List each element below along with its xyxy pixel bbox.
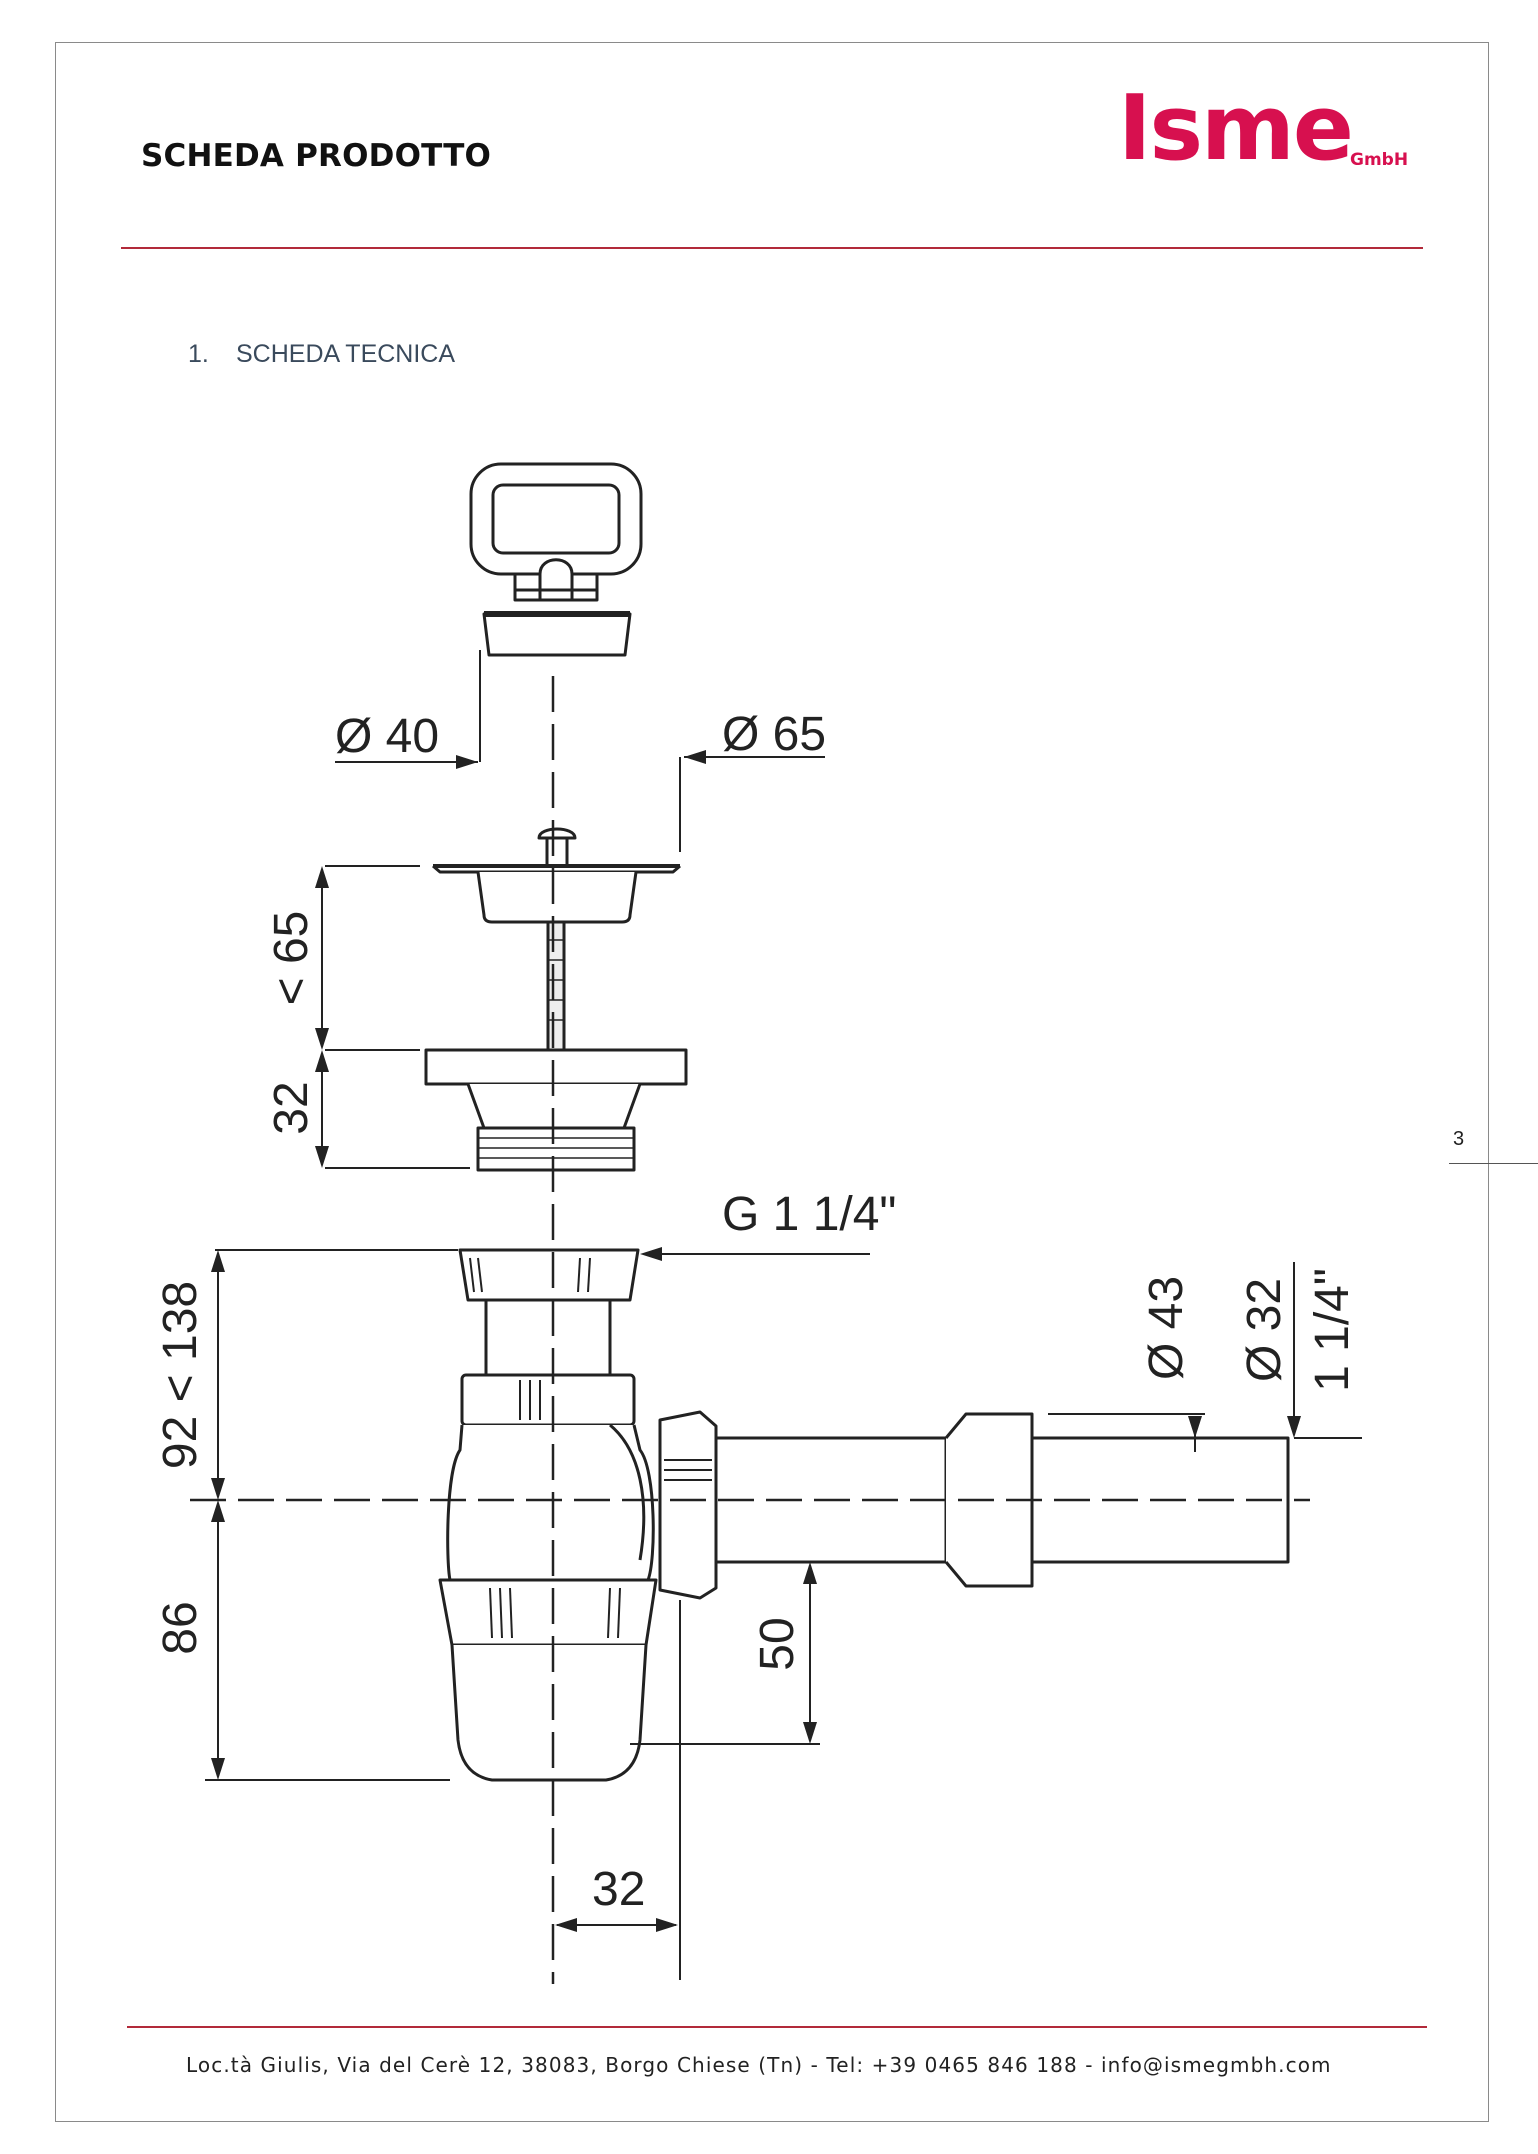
dimension-thread: G 1 1/4"	[722, 1188, 896, 1241]
section-number: 1.	[188, 340, 209, 368]
logo-text: Isme	[1118, 76, 1354, 181]
dimension-inch: 1 1/4"	[1306, 1268, 1359, 1392]
dimension-d40: Ø 40	[335, 710, 439, 763]
section-title: SCHEDA TECNICA	[236, 340, 456, 368]
dimension-h50: 50	[751, 1617, 804, 1670]
footer-divider	[127, 2026, 1427, 2028]
outlet-pipe	[658, 1410, 1290, 1600]
section-heading: 1. SCHEDA TECNICA	[188, 340, 455, 369]
document-title: SCHEDA PRODOTTO	[141, 138, 492, 174]
dimension-h86: 86	[154, 1601, 207, 1654]
page-frame	[55, 42, 1489, 2122]
centre-lines	[190, 676, 1310, 1984]
stopper-knob	[469, 462, 643, 657]
dimension-arrows	[211, 750, 1301, 1932]
dimension-d43: Ø 43	[1140, 1276, 1193, 1380]
page-number: 3	[1453, 1128, 1465, 1150]
dimension-lt65: < 65	[265, 911, 318, 1006]
dimension-h32: 32	[265, 1081, 318, 1134]
dimension-d65: Ø 65	[722, 708, 826, 761]
dimension-offset-32: 32	[592, 1863, 645, 1916]
dimension-d32: Ø 32	[1238, 1278, 1291, 1382]
bottle-trap	[438, 1248, 658, 1782]
page-number-tick	[1449, 1163, 1538, 1164]
dimension-range: 92 < 138	[154, 1281, 207, 1469]
waste-flange	[424, 1048, 688, 1172]
footer-address: Loc.tà Giulis, Via del Cerè 12, 38083, B…	[186, 2053, 1332, 2077]
header-divider	[121, 247, 1423, 249]
company-logo: Isme GmbH	[1118, 84, 1418, 184]
logo-subtext: GmbH	[1350, 150, 1409, 170]
strainer-basket	[432, 827, 681, 1052]
